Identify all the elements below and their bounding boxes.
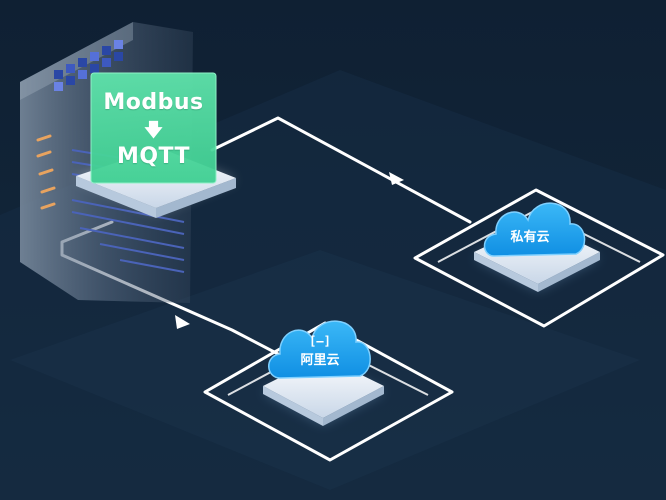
private-cloud-icon — [483, 202, 586, 257]
arrowhead-private-cloud — [389, 172, 404, 185]
aliyun-logo-icon: [–] — [309, 334, 331, 348]
connector-to-private-cloud — [210, 116, 472, 224]
convert-arrow-icon: 🡇 — [144, 120, 163, 140]
protocol-from-label: Modbus — [103, 90, 204, 115]
arrowhead-aliyun — [175, 315, 190, 329]
gateway-indicator-ticks — [36, 134, 56, 210]
private-cloud-frame — [413, 188, 665, 328]
protocol-to-label: MQTT — [116, 144, 191, 169]
private-cloud-label: 私有云 — [510, 230, 550, 245]
aliyun-label: 阿里云 — [300, 353, 340, 368]
gateway-converter-box — [90, 72, 217, 184]
gateway-status-pixels — [54, 40, 123, 91]
aliyun-cloud-icon — [268, 320, 371, 379]
